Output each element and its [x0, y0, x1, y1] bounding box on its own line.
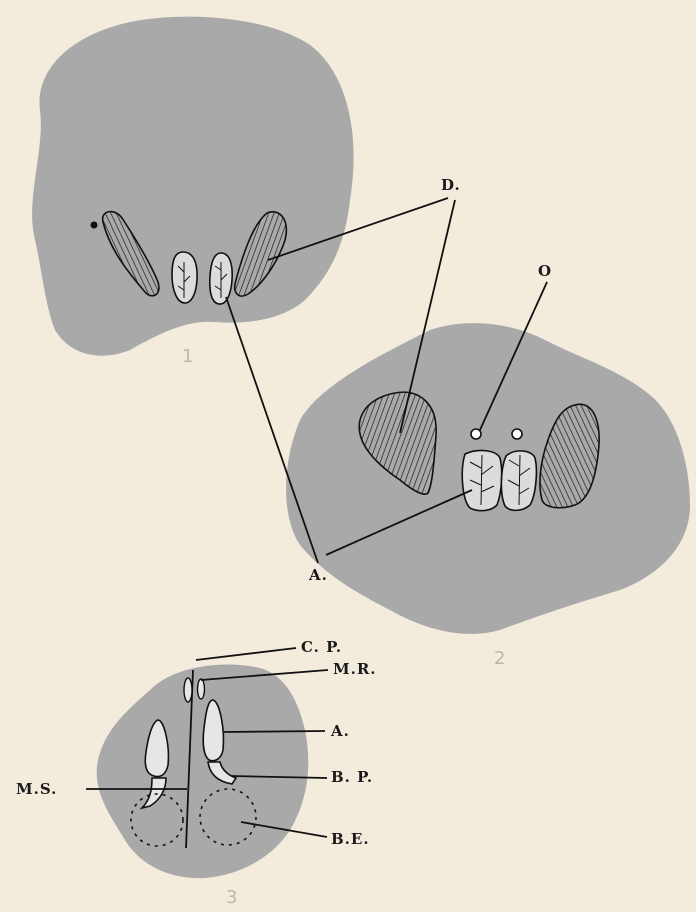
figure-3-mr-oval-right: [198, 679, 205, 699]
figure-2: 2: [286, 323, 690, 669]
figure-3: 3: [97, 664, 309, 908]
label-cp: C. P.: [301, 638, 342, 656]
label-d: D.: [441, 176, 461, 194]
label-a: A.: [308, 566, 328, 584]
label-bp: B. P.: [331, 768, 373, 786]
leader-cp: [196, 648, 296, 660]
label-ms: M.S.: [16, 780, 57, 798]
label-o: O: [538, 262, 552, 280]
leader-a3: [224, 731, 325, 732]
figure-3-mr-oval-left: [184, 678, 192, 702]
figure-1-dot: [91, 222, 98, 229]
figure-1: 1: [32, 17, 353, 367]
label-be: B.E.: [331, 830, 370, 848]
figure-1-section-blob: [32, 17, 353, 356]
label-mr: M.R.: [333, 660, 377, 678]
figure-2-number: 2: [494, 648, 505, 669]
figure-3-number: 3: [226, 887, 237, 908]
figure-1-number: 1: [182, 346, 193, 367]
figure-1-left-a-shape: [172, 252, 197, 303]
figure-2-o-circle-right: [512, 429, 522, 439]
figure-2-o-circle-left: [471, 429, 481, 439]
label-a3: A.: [330, 722, 350, 740]
